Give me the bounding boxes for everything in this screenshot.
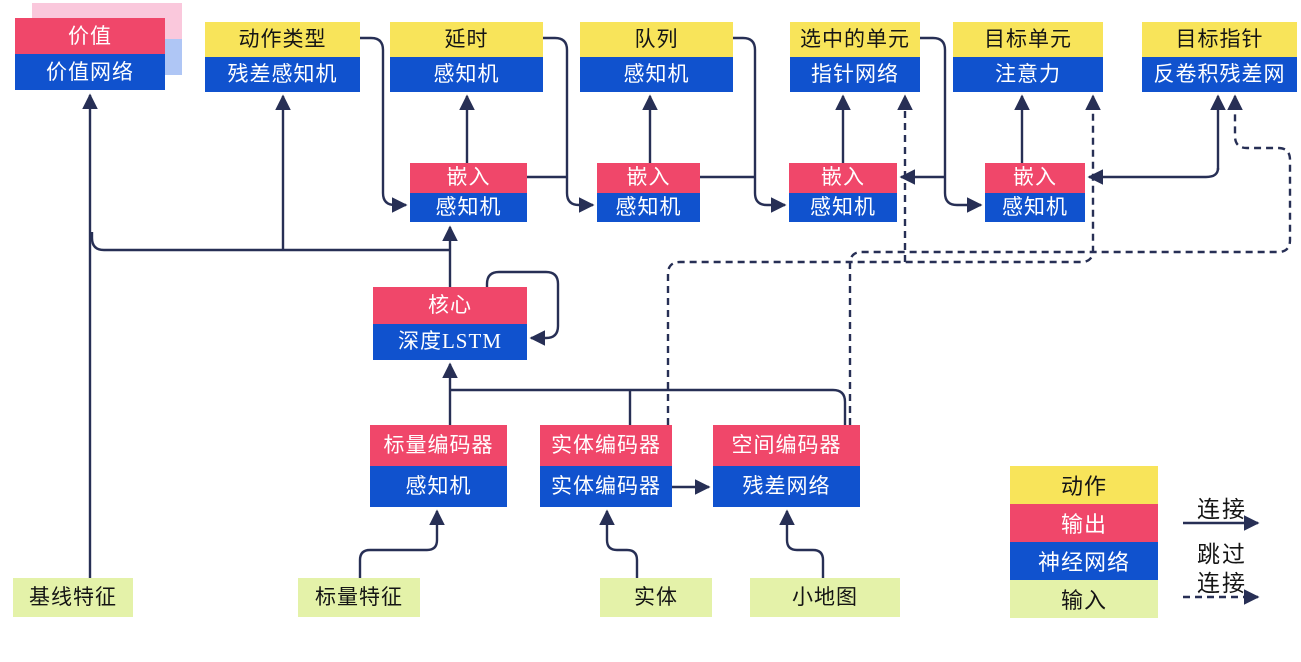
minimap-box: 小地图 <box>750 578 900 617</box>
entities-box: 实体 <box>600 578 712 617</box>
selected-units-top-label: 选中的单元 <box>790 22 920 57</box>
value-box: 价值价值网络 <box>15 3 182 90</box>
core-bottom-label: 深度LSTM <box>373 323 527 360</box>
edge-minimap-to-spatial-encoder <box>779 509 825 578</box>
target-unit-box: 目标单元注意力 <box>953 22 1103 92</box>
legend-skip-label-line1: 跳过 <box>1197 542 1247 567</box>
target-unit-bottom-label: 注意力 <box>953 57 1103 92</box>
embed-2-top-label: 嵌入 <box>597 163 700 193</box>
scalar-encoder-box: 标量编码器感知机 <box>370 425 507 507</box>
embed-3-top-label: 嵌入 <box>789 163 897 193</box>
edge-spatial-encoder-skip-to-target-point <box>848 94 1292 425</box>
entities-label: 实体 <box>600 578 712 617</box>
delay-bottom-label: 感知机 <box>390 57 543 92</box>
embed-3-box: 嵌入感知机 <box>789 163 897 222</box>
entity-encoder-bottom-label: 实体编码器 <box>540 466 672 507</box>
legend: 动作 输出 神经网络 输入 <box>1010 466 1158 618</box>
legend-nn-label: 神经网络 <box>1037 550 1130 575</box>
embed-1-box: 嵌入感知机 <box>410 163 527 222</box>
embed-2-box: 嵌入感知机 <box>597 163 700 222</box>
target-point-top-label: 目标指针 <box>1142 22 1297 57</box>
edge-encoder-bus <box>450 388 847 425</box>
embed-2-bottom-label: 感知机 <box>597 192 700 222</box>
legend-output-swatch: 输出 <box>1010 504 1158 542</box>
delay-box: 延时感知机 <box>390 22 543 92</box>
action-type-top-label: 动作类型 <box>205 22 360 57</box>
embed-4-bottom-label: 感知机 <box>985 192 1085 222</box>
queued-box: 队列感知机 <box>580 22 733 92</box>
embed-4-box: 嵌入感知机 <box>985 163 1085 222</box>
edge-core-recurrent-loop <box>485 270 560 346</box>
edge-entities-to-entity-encoder <box>599 509 639 578</box>
legend-input-label: 输入 <box>1060 588 1107 613</box>
selected-units-box: 选中的单元指针网络 <box>790 22 920 92</box>
core-top-label: 核心 <box>373 287 527 324</box>
target-unit-top-label: 目标单元 <box>953 22 1103 57</box>
baseline-features-box: 基线特征 <box>13 578 133 617</box>
edge-queued-to-embed-3 <box>733 36 787 213</box>
entity-encoder-box: 实体编码器实体编码器 <box>540 425 672 507</box>
legend-action-swatch: 动作 <box>1010 466 1158 504</box>
legend-skip-label-line2: 连接 <box>1197 571 1247 596</box>
edge-action-type-to-embed-1 <box>360 36 408 213</box>
queued-top-label: 队列 <box>580 22 733 57</box>
value-bottom-label: 价值网络 <box>15 54 165 90</box>
legend-output-label: 输出 <box>1060 512 1107 537</box>
minimap-label: 小地图 <box>750 578 900 617</box>
scalar-features-box: 标量特征 <box>298 578 420 617</box>
spatial-encoder-bottom-label: 残差网络 <box>713 466 860 507</box>
queued-bottom-label: 感知机 <box>580 57 733 92</box>
edge-junction-to-embed-4 <box>1087 167 1220 185</box>
scalar-encoder-top-label: 标量编码器 <box>370 425 507 466</box>
value-top-label: 价值 <box>15 18 165 54</box>
edge-selected-units-to-embed-4 <box>920 36 983 213</box>
scalar-features-label: 标量特征 <box>298 578 420 617</box>
selected-units-bottom-label: 指针网络 <box>790 57 920 92</box>
embed-4-top-label: 嵌入 <box>985 163 1085 193</box>
edge-scalar-features-to-scalar-encoder <box>358 509 445 578</box>
target-point-box: 目标指针反卷积残差网 <box>1142 22 1297 92</box>
legend-input-swatch: 输入 <box>1010 580 1158 618</box>
legend-action-label: 动作 <box>1060 474 1107 499</box>
spatial-encoder-top-label: 空间编码器 <box>713 425 860 466</box>
legend-connection-label: 连接 <box>1197 497 1247 522</box>
embed-3-bottom-label: 感知机 <box>789 192 897 222</box>
target-point-bottom-label: 反卷积残差网 <box>1142 57 1297 92</box>
core-box: 核心深度LSTM <box>373 287 527 360</box>
baseline-features-label: 基线特征 <box>13 578 133 617</box>
delay-top-label: 延时 <box>390 22 543 57</box>
action-type-bottom-label: 残差感知机 <box>205 57 360 92</box>
legend-nn-swatch: 神经网络 <box>1010 542 1158 580</box>
edge-core-branch-horizontal <box>90 232 450 252</box>
entity-encoder-top-label: 实体编码器 <box>540 425 672 466</box>
edge-entity-encoder-skip-to-target-unit <box>666 94 1101 425</box>
embed-1-top-label: 嵌入 <box>410 163 527 193</box>
action-type-box: 动作类型残差感知机 <box>205 22 360 92</box>
embed-1-bottom-label: 感知机 <box>410 192 527 222</box>
edge-delay-to-embed-2 <box>543 36 595 213</box>
scalar-encoder-bottom-label: 感知机 <box>370 466 507 507</box>
spatial-encoder-box: 空间编码器残差网络 <box>713 425 860 507</box>
